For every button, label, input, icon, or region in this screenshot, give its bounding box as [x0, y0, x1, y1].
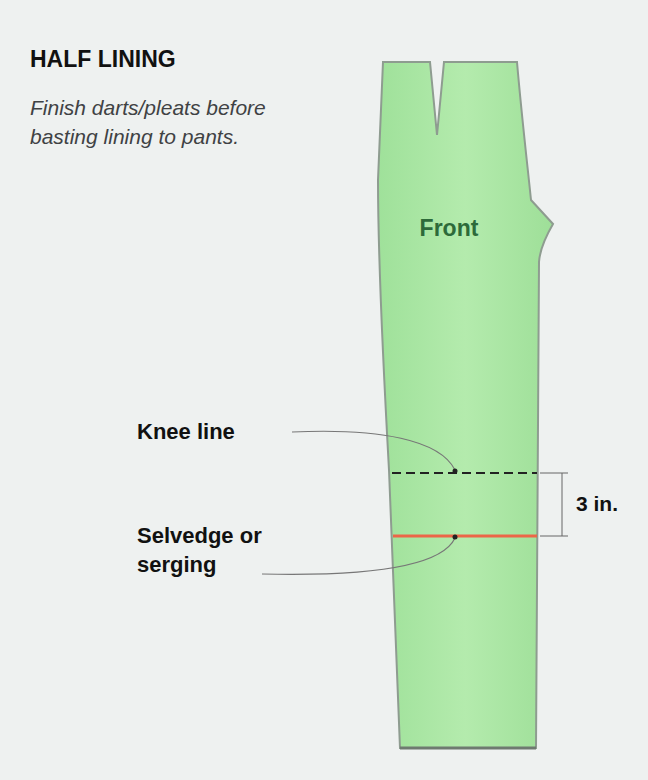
- diagram-title: HALF LINING: [30, 46, 176, 73]
- dimension-line: [562, 473, 563, 536]
- hem-edge: [400, 747, 536, 750]
- leader-dot: [453, 535, 458, 540]
- part-label: Knee line: [137, 418, 297, 446]
- leader-line: [262, 538, 455, 574]
- extension-line: [540, 473, 568, 474]
- instruction-note: Finish darts/pleats before basting linin…: [30, 94, 275, 151]
- dimension-label: 3 in.: [576, 491, 642, 516]
- pattern-piece: Front: [420, 215, 479, 242]
- selvedge-line: [393, 535, 537, 538]
- knee-line: [392, 472, 537, 474]
- part-label: Selvedge or serging: [137, 522, 332, 579]
- leader-dot: [453, 469, 458, 474]
- extension-line: [540, 536, 568, 537]
- piece-label: Front: [420, 215, 479, 242]
- leader-line: [292, 431, 455, 470]
- pants-front-piece: [378, 62, 553, 748]
